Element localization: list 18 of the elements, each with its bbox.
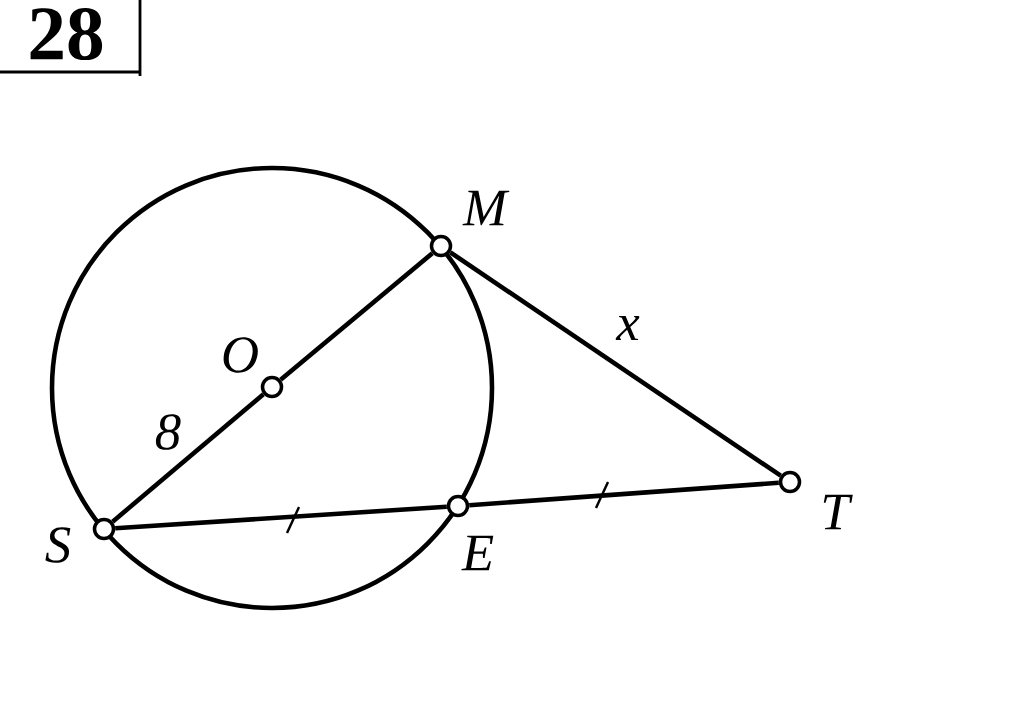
line-segment bbox=[469, 480, 779, 508]
title-box: 28 bbox=[0, 0, 142, 76]
point-label: M bbox=[462, 190, 510, 226]
edge-label: x bbox=[615, 315, 640, 341]
point-label: E bbox=[461, 535, 494, 571]
line-segment bbox=[111, 392, 265, 524]
point-label: S bbox=[45, 527, 71, 563]
edge-label: 8 bbox=[155, 414, 181, 450]
point-marker bbox=[92, 517, 116, 541]
line-segment bbox=[115, 504, 447, 531]
line-segment bbox=[279, 251, 434, 382]
point-marker bbox=[446, 494, 470, 518]
point-marker bbox=[778, 470, 802, 494]
point-label: O bbox=[223, 337, 258, 373]
point-marker bbox=[260, 375, 284, 399]
point-label: T bbox=[823, 494, 853, 530]
line-segment bbox=[449, 250, 782, 478]
point-marker bbox=[429, 234, 453, 258]
